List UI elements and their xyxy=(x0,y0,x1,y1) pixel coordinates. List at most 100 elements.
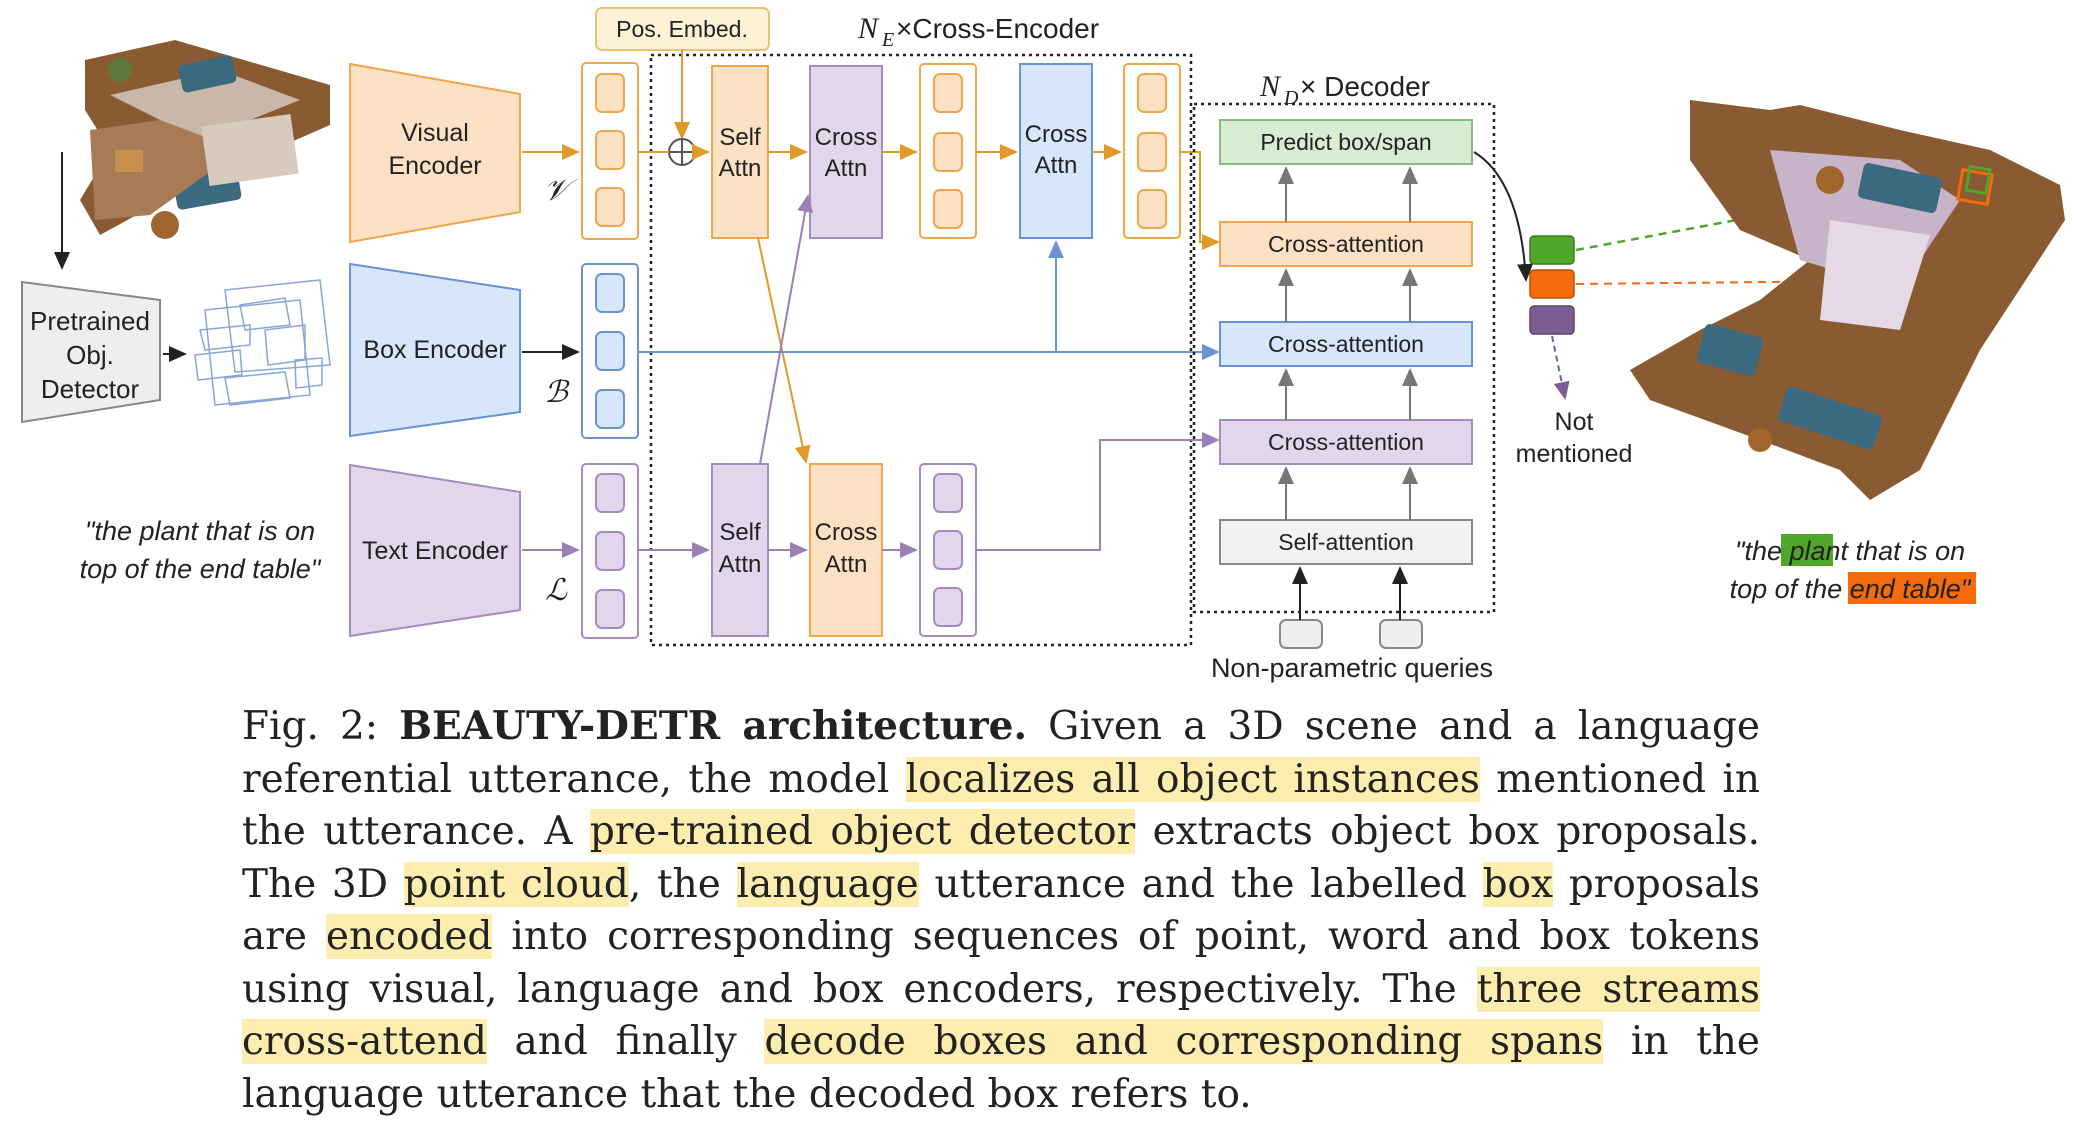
text-self-attn-line-1: Self xyxy=(719,519,761,546)
visual-tokens xyxy=(581,62,639,240)
decoder-title-subscript: D xyxy=(1283,87,1299,109)
detector-line-2: Obj. xyxy=(66,340,114,370)
text-cross-attn-line-1: Cross xyxy=(815,519,878,546)
cross-encoder-frame xyxy=(649,53,1193,647)
plant-highlight xyxy=(1781,534,1833,566)
caption-highlight-8: decode boxes and corresponding spans xyxy=(764,1019,1604,1064)
result-word-end-table: end table xyxy=(1850,574,1961,604)
decoder-cross-attn-box-label: Cross-attention xyxy=(1268,331,1424,357)
intermediate-visual-tokens xyxy=(919,63,977,239)
result-line-1-c: that is on xyxy=(1848,536,1965,566)
encoder-title: ×Cross-Encoder xyxy=(896,13,1099,44)
caption-highlight-5: box xyxy=(1482,861,1554,907)
output-token-purple xyxy=(1529,305,1575,335)
decoder-title-symbol: N xyxy=(1259,70,1282,103)
box-encoder-label: Box Encoder xyxy=(363,336,506,364)
text-encoder-label: Text Encoder xyxy=(362,537,508,565)
visual-to-decoder-arrow xyxy=(1180,151,1220,250)
caption-highlight-1: localizes all object instances xyxy=(905,756,1480,802)
encoder-title-subscript: E xyxy=(881,29,894,51)
end-table-highlight xyxy=(1848,572,1976,604)
visual-self-attn-line-1: Self xyxy=(719,124,761,151)
encoded-text-tokens xyxy=(919,463,977,637)
query-line-1: "the plant that is on xyxy=(85,516,315,546)
box-cross-attn-line-2: Attn xyxy=(1035,152,1078,179)
result-line-2-a: top of the xyxy=(1730,574,1850,604)
not-mentioned-line-2: mentioned xyxy=(1516,440,1633,468)
decoder-cross-attention-box: Cross-attention xyxy=(1219,321,1473,367)
visual-encoder-line-1: Visual xyxy=(401,119,469,147)
output-scene-image xyxy=(1630,100,2065,500)
decoder-title: × Decoder xyxy=(1300,71,1430,102)
text-tokens xyxy=(581,463,639,639)
caption-text-3: extracts object box proposals. The 3D xyxy=(242,809,1760,907)
caption-fig-label: Fig. 2: xyxy=(242,704,400,749)
caption-highlight-3: point cloud xyxy=(403,861,629,907)
text-cross-attn-line-2: Attn xyxy=(825,551,868,578)
visual-self-attn-line-2: Attn xyxy=(719,155,762,182)
result-line-2-c: " xyxy=(1961,574,1972,604)
text-self-attn: Self Attn xyxy=(711,463,769,637)
visual-encoder: Visual Encoder xyxy=(349,62,521,244)
caption-text-2: mentioned in the utterance. A xyxy=(242,756,1760,855)
b-symbol: ℬ xyxy=(544,376,570,409)
caption-text-4: , the xyxy=(628,861,737,907)
caption-title: BEAUTY-DETR architecture. xyxy=(399,703,1028,749)
text-cross-attn: Cross Attn xyxy=(809,463,883,637)
decoder-frame xyxy=(1192,102,1496,614)
caption-text-5: utterance and the labelled xyxy=(918,861,1483,907)
queries-label: Non-parametric queries xyxy=(1211,653,1493,683)
non-parametric-queries: Non-parametric queries xyxy=(1211,566,1493,683)
pretrained-detector: Pretrained Obj. Detector xyxy=(21,280,161,424)
box-encoder: Box Encoder xyxy=(349,262,521,438)
decoder-self-attn-label: Self-attention xyxy=(1278,529,1414,555)
decoder-cross-attention-text: Cross-attention xyxy=(1219,419,1473,465)
not-mentioned-arrow xyxy=(1551,335,1570,400)
decoder-cross-attention-visual: Cross-attention xyxy=(1219,221,1473,267)
predict-to-output-arrow xyxy=(1473,151,1534,282)
architecture-diagram: Pretrained Obj. Detector Visual Encoder … xyxy=(21,7,2065,683)
box-tokens xyxy=(581,263,639,439)
output-token-orange xyxy=(1529,269,1575,299)
visual-cross-attn: Cross Attn xyxy=(809,65,883,239)
caption-highlight-4: language xyxy=(736,861,919,907)
caption-text-1: Given a 3D scene and a language referent… xyxy=(242,704,1760,802)
figure-caption: Fig. 2: BEAUTY-DETR architecture. Given … xyxy=(242,700,1760,1121)
result-caption: "the plant that is on top of the end tab… xyxy=(1730,534,1976,604)
pos-embed-box: Pos. Embed. xyxy=(595,7,770,51)
text-self-attn-line-2: Attn xyxy=(719,551,762,578)
decoder-cross-attn-visual-label: Cross-attention xyxy=(1268,231,1424,257)
result-line-1-a: "the xyxy=(1735,536,1790,566)
output-token-green xyxy=(1529,235,1575,265)
v-symbol: 𝒱 xyxy=(544,174,578,207)
input-scene-image xyxy=(80,40,330,239)
caption-highlight-2: pre-trained object detector xyxy=(589,809,1136,854)
decoder-internal-arrows xyxy=(1278,166,1418,520)
detector-line-3: Detector xyxy=(41,374,140,404)
caption-highlight-6: encoded xyxy=(325,914,493,959)
visual-cross-attn-line-1: Cross xyxy=(815,124,878,151)
caption-text-8: and finally xyxy=(486,1019,765,1064)
visual-to-text-cross-arrow xyxy=(757,237,811,464)
text-to-decoder-arrow xyxy=(976,432,1220,551)
visual-self-attn: Self Attn xyxy=(711,65,769,239)
box-cross-attn: Cross Attn xyxy=(1019,63,1093,239)
detector-line-1: Pretrained xyxy=(30,306,150,336)
caption-text-6: proposals are xyxy=(242,861,1761,960)
result-line-1: "the plant that is on xyxy=(1735,536,1965,566)
l-symbol: ℒ xyxy=(545,574,568,607)
result-line-2: top of the end table" xyxy=(1730,574,1972,604)
visual-encoder-line-2: Encoder xyxy=(388,152,481,180)
box-proposals-wireframe xyxy=(194,279,331,406)
pos-embed-label: Pos. Embed. xyxy=(616,16,748,42)
result-word-plant: plant xyxy=(1788,536,1849,566)
decoder-self-attention: Self-attention xyxy=(1219,519,1473,565)
text-encoder: Text Encoder xyxy=(349,463,521,638)
encoded-visual-tokens xyxy=(1123,63,1181,239)
query-line-2: top of the end table" xyxy=(80,554,322,584)
predict-box-span: Predict box/span xyxy=(1219,119,1473,165)
add-icon-cross xyxy=(669,139,695,165)
caption-text-9: in the language utterance that the decod… xyxy=(242,1019,1760,1117)
predict-label: Predict box/span xyxy=(1260,129,1431,155)
